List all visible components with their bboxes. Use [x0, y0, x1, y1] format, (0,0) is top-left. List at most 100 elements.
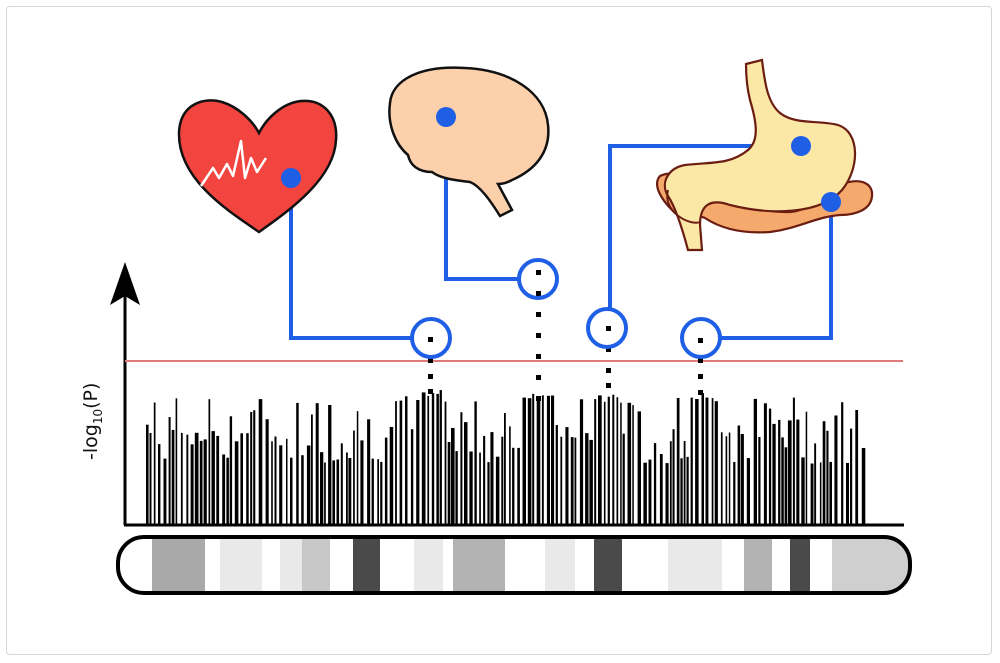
- chromosome-band: [414, 537, 443, 593]
- manhattan-bar: [711, 398, 714, 524]
- manhattan-bar: [695, 399, 699, 524]
- chromosome-band: [205, 537, 220, 593]
- manhattan-bar: [714, 401, 718, 524]
- manhattan-bar: [199, 440, 203, 524]
- manhattan-bar: [320, 452, 324, 524]
- manhattan-bar: [504, 413, 506, 524]
- manhattan-bar: [336, 459, 340, 524]
- manhattan-bar: [686, 456, 689, 524]
- manhattan-bar: [643, 462, 647, 524]
- manhattan-bar: [627, 402, 632, 524]
- manhattan-bar: [855, 410, 859, 524]
- manhattan-bar: [216, 435, 220, 524]
- manhattan-bar: [301, 455, 304, 524]
- manhattan-bar: [460, 412, 463, 524]
- manhattan-bar: [487, 462, 490, 524]
- manhattan-bar: [834, 415, 838, 524]
- chromosome-band: [575, 537, 594, 593]
- chromosome-band: [722, 537, 744, 593]
- manhattan-bar: [740, 434, 744, 524]
- dotted-peaks: [428, 270, 703, 401]
- chromosome-band: [302, 537, 330, 593]
- manhattan-bar: [149, 433, 152, 524]
- hit-circle-stomach: [586, 307, 628, 349]
- manhattan-bars: [146, 390, 866, 524]
- manhattan-bar: [380, 461, 383, 524]
- y-axis-label-subscript: 10: [91, 409, 105, 424]
- manhattan-bar: [495, 456, 500, 524]
- stomach-icon: [663, 58, 857, 252]
- manhattan-bar: [680, 458, 683, 524]
- hit-circle-heart: [410, 317, 452, 359]
- manhattan-bar: [447, 442, 451, 524]
- manhattan-bar: [399, 400, 403, 524]
- manhattan-bar: [427, 395, 430, 524]
- manhattan-bar: [469, 451, 473, 524]
- y-axis-arrow-icon: [110, 262, 140, 305]
- manhattan-bar: [814, 443, 817, 524]
- manhattan-bar: [158, 444, 161, 524]
- chromosome-band: [545, 537, 575, 593]
- manhattan-bar: [701, 393, 704, 524]
- chromosome-band: [280, 537, 302, 593]
- hit-circle-pancreas: [680, 317, 722, 359]
- manhattan-bar: [565, 427, 569, 524]
- connector-lines: [289, 117, 833, 340]
- chromosome-band: [220, 537, 262, 593]
- manhattan-bar: [340, 443, 343, 524]
- manhattan-bar: [570, 437, 574, 524]
- manhattan-bar: [421, 392, 426, 524]
- manhattan-bar: [705, 397, 709, 524]
- manhattan-bar: [208, 399, 211, 524]
- chromosome-band: [453, 537, 505, 593]
- manhattan-bar: [371, 458, 374, 524]
- manhattan-bar: [648, 459, 652, 524]
- y-axis-label-suffix: (P): [80, 383, 102, 409]
- manhattan-bar: [246, 433, 249, 524]
- manhattan-bar: [841, 402, 844, 524]
- manhattan-bar: [763, 403, 767, 524]
- manhattan-bar: [377, 459, 379, 524]
- manhattan-bar: [234, 441, 239, 524]
- chromosome-band: [380, 537, 414, 593]
- manhattan-bar: [348, 458, 352, 524]
- manhattan-bar: [324, 462, 326, 524]
- manhattan-bar: [676, 398, 680, 524]
- manhattan-bar: [490, 432, 494, 524]
- manhattan-bar: [163, 458, 167, 524]
- manhattan-bar: [616, 397, 619, 524]
- brain-icon: [388, 66, 550, 218]
- chromosome-band: [744, 537, 772, 593]
- manhattan-bar: [226, 457, 229, 524]
- manhattan-bar: [211, 431, 215, 524]
- stomach-connector: [608, 144, 801, 309]
- manhattan-bar: [746, 458, 750, 524]
- manhattan-bar: [659, 454, 663, 524]
- manhattan-bar: [787, 420, 792, 524]
- manhattan-bar: [551, 395, 555, 524]
- manhattan-bar: [532, 393, 535, 524]
- stomach-dot: [791, 136, 811, 156]
- chromosome-band: [622, 537, 668, 593]
- hit-circles: [410, 258, 722, 359]
- heart-icon: [177, 99, 338, 234]
- manhattan-bar: [306, 445, 311, 524]
- manhattan-bar: [436, 393, 439, 524]
- manhattan-bar: [585, 433, 589, 524]
- manhattan-bar: [846, 463, 849, 524]
- manhattan-bar: [332, 460, 335, 524]
- chromosome-band: [832, 537, 910, 593]
- manhattan-bar: [311, 414, 313, 524]
- chromosome-bands: [118, 537, 910, 593]
- manhattan-bar: [536, 399, 541, 524]
- manhattan-bar: [796, 419, 800, 524]
- manhattan-bar: [546, 395, 550, 524]
- manhattan-bar: [819, 462, 822, 524]
- chromosome-band: [330, 537, 353, 593]
- manhattan-bar: [271, 441, 273, 524]
- manhattan-bar: [455, 451, 458, 524]
- manhattan-bar: [250, 412, 253, 524]
- brain-dot: [436, 107, 456, 127]
- manhattan-bar: [346, 452, 348, 524]
